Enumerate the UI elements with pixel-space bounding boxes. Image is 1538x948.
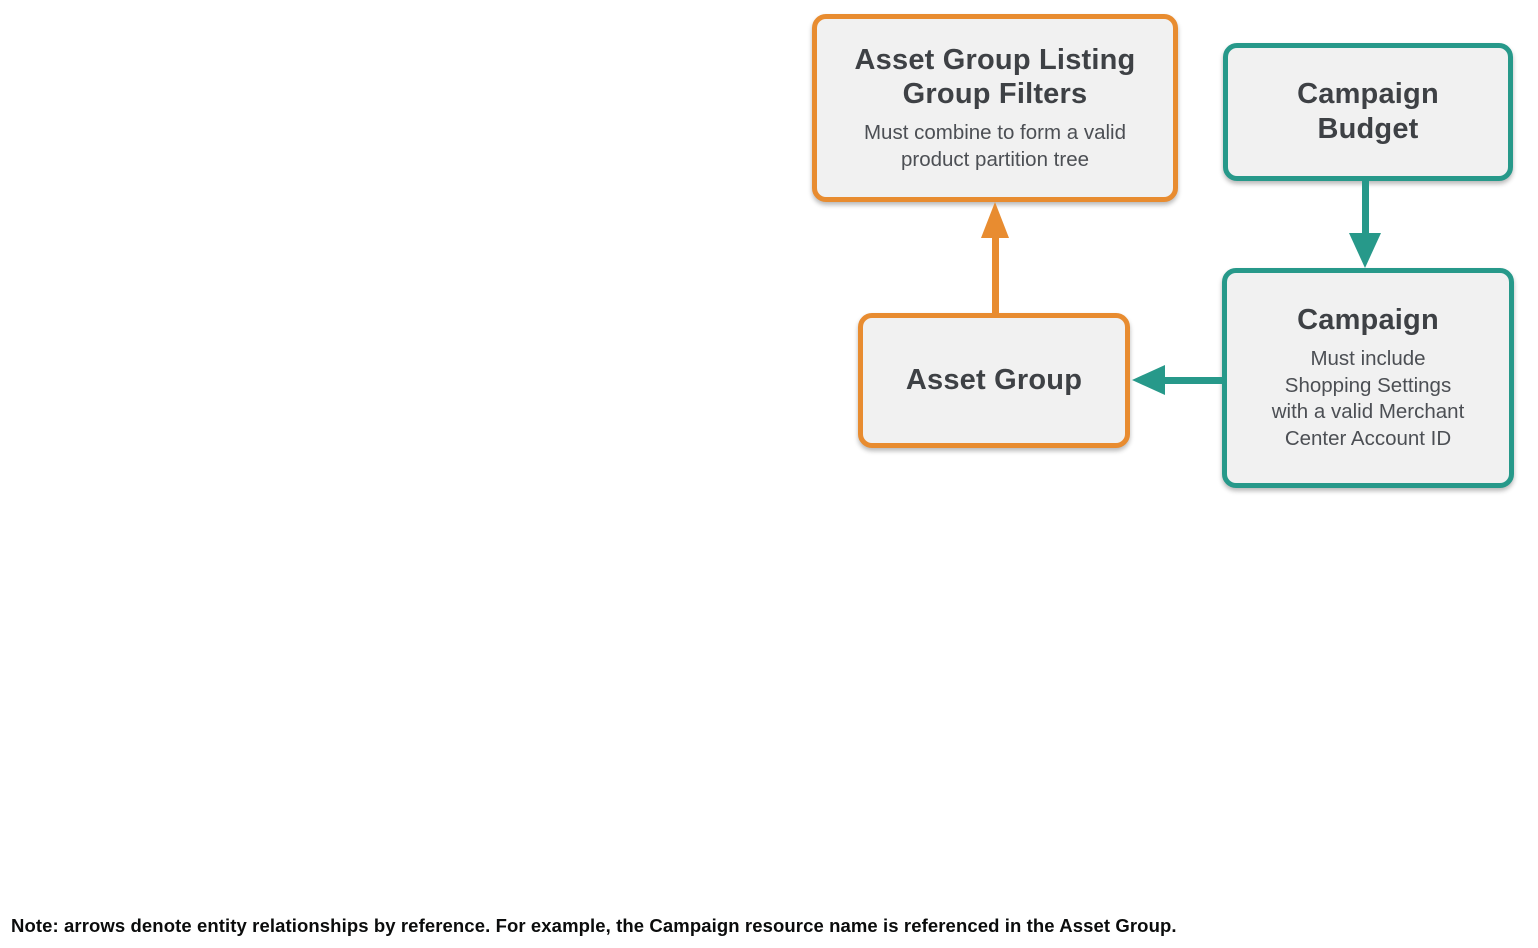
arrow-stem <box>1362 181 1369 235</box>
node-campaign: Campaign Must include Shopping Settings … <box>1222 268 1514 488</box>
node-asset-group-listing-group-filters: Asset Group Listing Group Filters Must c… <box>812 14 1178 202</box>
node-title: Asset Group Listing Group Filters <box>854 43 1136 111</box>
node-subtitle: Must include Shopping Settings with a va… <box>1271 347 1465 451</box>
arrowhead-up-icon <box>981 202 1009 238</box>
node-title: Campaign <box>1297 304 1439 337</box>
arrowhead-left-icon <box>1132 365 1165 395</box>
node-subtitle: Must combine to form a valid product par… <box>863 121 1127 171</box>
node-title: Campaign Budget <box>1297 78 1439 145</box>
arrow-stem <box>1163 377 1222 384</box>
arrowhead-down-icon <box>1349 233 1381 268</box>
node-asset-group: Asset Group <box>858 313 1130 448</box>
node-title: Asset Group <box>905 364 1083 397</box>
footnote: Note: arrows denote entity relationships… <box>11 915 1177 936</box>
node-campaign-budget: Campaign Budget <box>1223 43 1513 181</box>
arrow-stem <box>992 235 999 314</box>
